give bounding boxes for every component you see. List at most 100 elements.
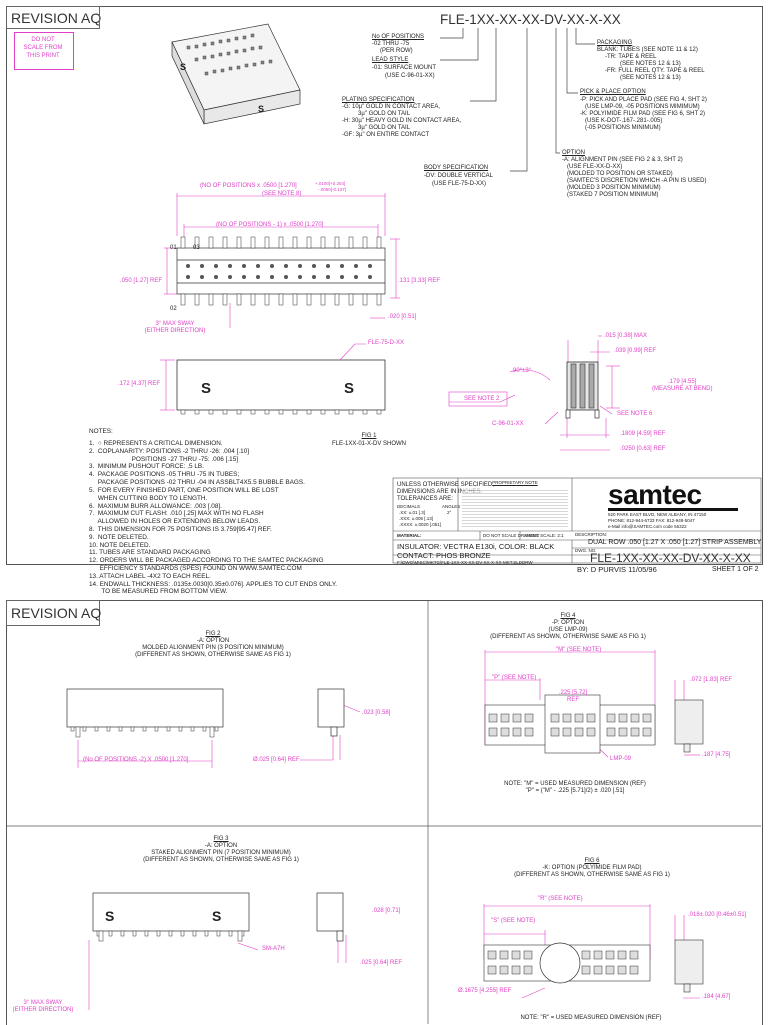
note-line: PACKAGE POSITIONS -02 THRU -04 IN ASSBLT… bbox=[89, 479, 305, 487]
fig4-m-note: "M" (SEE NOTE) bbox=[556, 647, 602, 653]
pickplace-line2: (USE LMP-09, -05 POSITIONS MIMIMUM) bbox=[585, 104, 700, 110]
option-line5: (MOLDED 3 POSITION MINIMUM) bbox=[567, 185, 661, 191]
fig4-note-2: "P" = ("M" - .225 [5.71]/2) ± .020 [.51] bbox=[525, 788, 625, 794]
samtec-logo: samtec bbox=[608, 479, 702, 510]
tb-sheet-scale: SHEET SCALE: 2:1 bbox=[524, 533, 564, 538]
fig6-184: .184 [4.67] bbox=[702, 994, 731, 1000]
positions-line1: -02 THRU -75 bbox=[372, 41, 410, 47]
fig2-line1: -A: OPTION bbox=[196, 638, 230, 644]
note-line: 6. MAXIMUM BURR ALLOWANCE: .003 [.08]. bbox=[89, 502, 222, 510]
note-line: 1. ○ REPRESENTS A CRITICAL DIMENSION. bbox=[89, 440, 223, 447]
fle75-label: FLE-75-D-XX bbox=[368, 340, 405, 346]
packaging-line4: -FR: FULL REEL QTY. TAPE & REEL bbox=[605, 68, 705, 74]
tb-description: DUAL ROW .050 [1.27 X .050 [1.27] STRIP … bbox=[588, 539, 762, 546]
tb-material: MATERIAL: bbox=[397, 533, 422, 538]
fig6-s-note: "S" (SEE NOTE) bbox=[491, 918, 536, 924]
svg-text:S: S bbox=[212, 908, 221, 924]
fig1-subtitle: FLE-1XX-01-X-DV SHOWN bbox=[331, 441, 407, 447]
tb-file-path: F:\DWG\MISC\MKTG\FLE-1XX-XX-XX-DV-XX-X-X… bbox=[397, 560, 533, 565]
dim-020: .020 [0.51] bbox=[388, 314, 417, 320]
fig4-p-note: "P" (SEE NOTE) bbox=[492, 675, 537, 681]
note-line: 13. ATTACH LABEL -4X2 TO EACH REEL. bbox=[89, 572, 211, 580]
tb-sheet: SHEET 1 OF 2 bbox=[712, 566, 759, 573]
body-line1: -DV: DOUBLE VERTICAL bbox=[424, 173, 494, 179]
fig3-title: FIG 3 bbox=[213, 836, 229, 842]
dim-131-ref: .131 [3.33] REF bbox=[398, 278, 441, 284]
note-line: 4. PACKAGE POSITIONS -05 THRU -75 IN TUB… bbox=[89, 471, 240, 479]
pin-03-label: 03 bbox=[193, 245, 200, 251]
tb-contact: CONTACT: PHOS BRONZE bbox=[397, 551, 491, 560]
fig3-line1: -A: OPTION bbox=[204, 843, 238, 849]
tb-address-3: e-Mail info@SAMTEC.com code 55322 bbox=[608, 524, 687, 529]
revision-label: REVISION AQ bbox=[11, 10, 102, 26]
note-line: ALLOWED IN HOLES OR EXTENDING BELOW LEAD… bbox=[89, 518, 261, 526]
sway-label-1: 3° MAX SWAY bbox=[155, 321, 195, 327]
dim-172-ref: .172 [4.37] REF bbox=[118, 381, 161, 387]
fig4-072: .072 [1.83] REF bbox=[690, 677, 733, 683]
fig3-sway-2: (EITHER DIRECTION) bbox=[12, 1007, 74, 1013]
option-line6: (STAKED 7 POSITION MINIMUM) bbox=[567, 192, 659, 198]
tb-unless-3: TOLERANCES ARE: bbox=[397, 496, 453, 502]
pickplace-line3: -K: POLYIMIDE FILM PAD (SEE FIG 6, SHT 2… bbox=[580, 111, 706, 117]
body-title: BODY SPECIFICATION bbox=[424, 165, 489, 171]
tb-tol-2: .XXX: ±.005 [.13] bbox=[399, 516, 433, 521]
fig4-225: .225 [5.72] bbox=[558, 690, 588, 696]
do-not-scale-line1: DO NOT bbox=[31, 37, 55, 43]
fig3-sway-1: 3° MAX SWAY bbox=[23, 1000, 63, 1006]
plating-line3: -H: 30µ" HEAVY GOLD IN CONTACT AREA, bbox=[342, 118, 462, 124]
fig6-1675: Ø.1675 [4.255] REF bbox=[458, 988, 512, 994]
tb-dwg-label: DWG. NO. bbox=[575, 548, 597, 553]
fig3-025: .025 [0.64] REF bbox=[360, 960, 403, 966]
tb-proprietary-text bbox=[462, 488, 568, 528]
fig2-line3: (DIFFERENT AS SHOWN, OTHERWISE SAME AS F… bbox=[135, 652, 291, 658]
tb-unless-2: DIMENSIONS ARE IN INCHES. bbox=[397, 489, 483, 495]
fig3-line2: STAKED ALIGNMENT PIN (7 POSITION MINIMUM… bbox=[151, 850, 291, 856]
fig4-line3: (DIFFERENT AS SHOWN, OTHERWISE SAME AS F… bbox=[490, 634, 646, 640]
part-number: FLE-1XX-XX-XX-DV-XX-X-XX bbox=[440, 12, 621, 27]
option-line3: (MOLDED TO POSITION OR STAKED) bbox=[567, 171, 673, 177]
fig4-lmp09: LMP-09 bbox=[610, 756, 632, 762]
note-line: 5. FOR EVERY FINISHED PART, ONE POSITION… bbox=[89, 486, 279, 494]
note-line: 10. NOTE DELETED. bbox=[89, 541, 151, 549]
see-note6-label: SEE NOTE 6 bbox=[617, 411, 653, 417]
fig6-title: FIG 6 bbox=[584, 858, 600, 864]
do-not-scale-line3: THIS PRINT bbox=[26, 53, 60, 59]
dim-179-b: (MEASURE AT BEND) bbox=[652, 386, 713, 392]
pickplace-line1: -P: PICK AND PLACE PAD (SEE FIG 4, SHT 2… bbox=[580, 97, 707, 103]
fig4-line2: (USE LMP-09) bbox=[548, 627, 588, 633]
plating-line1: -G: 10µ" GOLD IN CONTACT AREA, bbox=[342, 104, 441, 110]
pickplace-title: PICK & PLACE OPTION bbox=[580, 89, 646, 95]
fig4-title: FIG 4 bbox=[560, 613, 576, 619]
dim-top-tol-plus: +.0100[+0.254] bbox=[315, 181, 346, 186]
packaging-line1: BLANK: TUBES (SEE NOTE 11 & 12) bbox=[597, 47, 698, 53]
note-line: WHEN CUTTING BODY TO LENGTH. bbox=[89, 494, 208, 502]
option-line4: (SAMTEC'S DISCRETION WHICH -A PIN IS USE… bbox=[567, 178, 707, 184]
see-note2-label: SEE NOTE 2 bbox=[464, 396, 500, 402]
sway-label-2: (EITHER DIRECTION) bbox=[144, 328, 206, 334]
samtec-logo-bar bbox=[608, 508, 738, 511]
tb-proprietary-title: PROPRIETARY NOTE bbox=[492, 480, 538, 485]
svg-text:S: S bbox=[258, 104, 264, 114]
fig4-line1: -P: OPTION bbox=[551, 620, 585, 626]
svg-text:S: S bbox=[344, 380, 354, 397]
note-line: 11. TUBES ARE STANDARD PACKAGING bbox=[89, 549, 211, 557]
c96-label: C-96-01-XX bbox=[492, 421, 524, 427]
tb-angle-tol: 2° bbox=[447, 510, 452, 515]
tb-address-1: 520 PARK EAST BLVD, NEW ALBANY, IN 47150 bbox=[608, 512, 707, 517]
fig3-028: .028 [0.71] bbox=[372, 908, 401, 914]
fig3-sm-a7h: SM-A7H bbox=[262, 946, 285, 952]
dim-039-ref: .039 [0.99] REF bbox=[614, 348, 657, 354]
fig4-note-1: NOTE: "M" = USED MEASURED DIMENSION (REF… bbox=[504, 781, 646, 787]
tb-angles: ANGLES bbox=[442, 504, 461, 509]
body-line2: (USE FLE-75-D-XX) bbox=[432, 181, 487, 187]
notes-list: 1. ○ REPRESENTS A CRITICAL DIMENSION. 2.… bbox=[89, 440, 337, 596]
lead-line1: -01: SURFACE MOUNT bbox=[372, 65, 437, 71]
note-line: 9. NOTE DELETED. bbox=[89, 533, 149, 541]
fig6-018: .018±.020 [0.46±0.51] bbox=[688, 912, 747, 918]
note-line: TO BE MEASURED FROM BOTTOM VIEW. bbox=[89, 588, 228, 596]
svg-text:S: S bbox=[180, 62, 186, 72]
packaging-line2: -TR: TAPE & REEL bbox=[605, 54, 657, 60]
dim-0250-ref: .0250 [0.63] REF bbox=[620, 446, 666, 452]
